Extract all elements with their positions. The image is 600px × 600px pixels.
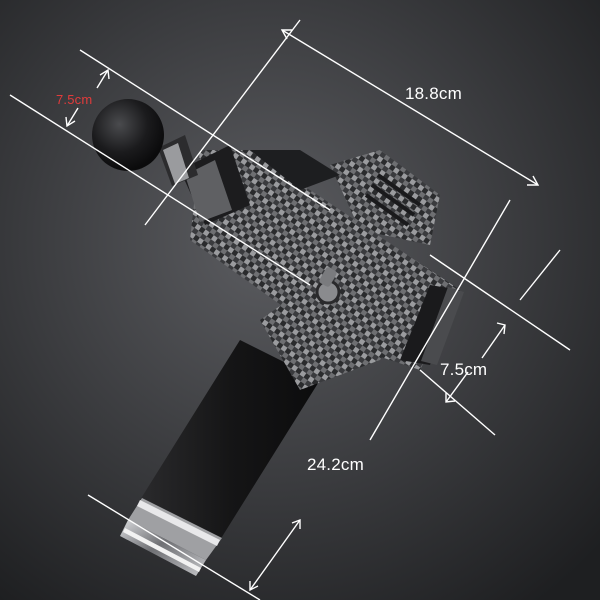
height-dimension-label: 24.2cm <box>307 455 364 474</box>
head-diameter-label: 7.5cm <box>56 92 93 107</box>
grip-handle <box>120 340 320 576</box>
massage-ball-head <box>92 99 164 171</box>
nozzle <box>158 135 250 225</box>
dimension-lines <box>9 19 571 600</box>
motor-body <box>190 150 464 390</box>
depth-dimension-label: 7.5cm <box>440 360 488 379</box>
width-dimension-label: 18.8cm <box>405 84 462 103</box>
